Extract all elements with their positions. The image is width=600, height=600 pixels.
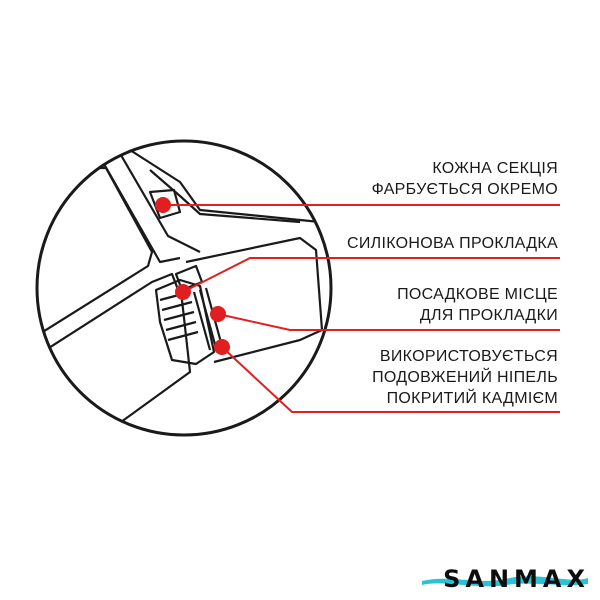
marker-nipple: [214, 339, 230, 355]
gasket-seat-ring-2: [198, 289, 218, 349]
callout-line: Використовується: [379, 348, 558, 365]
callout-nipple: Використовується подовжений ніпель покри…: [372, 346, 558, 409]
callout-silicone-gasket: Силіконова прокладка: [347, 233, 558, 254]
marker-gasket-seat: [210, 306, 226, 322]
marker-silicone-gasket: [175, 284, 191, 300]
collector-channel-inner: [117, 149, 201, 253]
callout-line: покритий кадмієм: [386, 390, 558, 407]
callout-line: Силіконова прокладка: [347, 235, 558, 252]
magnifier-lens-outline: [35, 139, 333, 437]
nipple-thread-2: [161, 300, 193, 312]
nipple-thread-3: [163, 310, 195, 322]
neighbour-section: [185, 236, 324, 364]
collector-channel-outer: [95, 149, 181, 264]
brand-brush-stroke: [422, 576, 588, 587]
nipple-body: [154, 278, 216, 366]
callout-gasket-seat: Посадкове місце для прокладки: [397, 284, 558, 326]
marker-section-paint: [155, 197, 171, 213]
leader-line-silicone-gasket: [182, 257, 560, 293]
brand-logo: SANMAX: [420, 564, 590, 594]
callout-line: для прокладки: [419, 307, 558, 324]
radiator-panel-upper: [37, 166, 154, 341]
callout-line: Кожна секція: [432, 160, 558, 177]
nipple-thread-4: [165, 320, 197, 332]
callout-section-paint: Кожна секція фарбується окремо: [372, 158, 558, 200]
callout-line: фарбується окремо: [371, 181, 558, 198]
callout-markers: [155, 197, 230, 355]
brand-name: SANMAX: [443, 565, 590, 593]
gasket-seat-ring-1: [192, 291, 212, 351]
leader-lines: [163, 204, 560, 413]
callout-line: подовжений ніпель: [372, 369, 558, 386]
callout-line: Посадкове місце: [397, 286, 558, 303]
leader-line-gasket-seat: [217, 313, 560, 331]
nipple-thread-5: [167, 330, 199, 342]
leader-line-nipple: [221, 346, 560, 413]
